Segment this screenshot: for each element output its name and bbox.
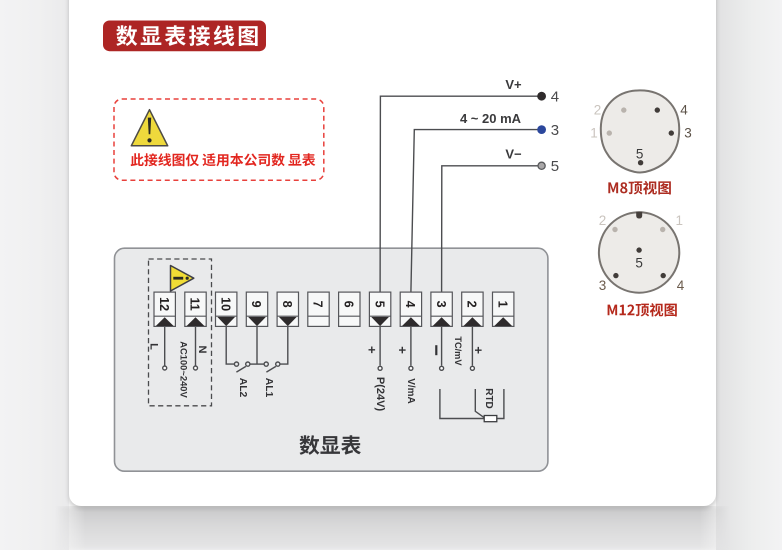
svg-text:8: 8 [280, 301, 294, 308]
svg-text:1: 1 [676, 213, 684, 228]
svg-text:V+: V+ [505, 77, 522, 92]
svg-text:RTD: RTD [483, 388, 494, 409]
svg-text:N: N [196, 346, 208, 354]
svg-text:TC/mV: TC/mV [453, 336, 463, 366]
svg-text:2: 2 [465, 301, 479, 308]
svg-text:12: 12 [157, 297, 171, 311]
svg-text:6: 6 [342, 301, 356, 308]
svg-text:5: 5 [551, 158, 559, 175]
svg-text:V−: V− [505, 147, 522, 162]
svg-text:V/mA: V/mA [405, 378, 416, 404]
svg-text:10: 10 [218, 297, 232, 311]
svg-text:4: 4 [680, 102, 688, 117]
svg-text:+: + [471, 346, 486, 354]
svg-text:7: 7 [311, 301, 325, 308]
svg-text:5: 5 [635, 255, 643, 270]
svg-text:5: 5 [372, 301, 386, 308]
svg-text:AL1: AL1 [263, 378, 274, 398]
svg-text:4: 4 [677, 278, 685, 293]
svg-text:L: L [148, 343, 160, 350]
svg-text:3: 3 [599, 278, 607, 293]
svg-text:2: 2 [599, 213, 607, 228]
svg-text:1: 1 [590, 125, 598, 140]
svg-text:AL2: AL2 [237, 378, 248, 398]
svg-text:3: 3 [434, 301, 448, 308]
svg-text:4 ~ 20 mA: 4 ~ 20 mA [460, 111, 522, 126]
svg-text:3: 3 [684, 125, 692, 140]
svg-text:11: 11 [188, 297, 202, 310]
svg-text:AC100~240V: AC100~240V [178, 341, 189, 398]
svg-text:P(24V): P(24V) [374, 377, 386, 412]
svg-text:3: 3 [551, 122, 559, 139]
svg-text:4: 4 [551, 89, 559, 106]
svg-text:4: 4 [403, 301, 417, 308]
svg-text:1: 1 [495, 301, 509, 308]
svg-text:5: 5 [636, 147, 644, 162]
svg-text:2: 2 [594, 102, 602, 117]
svg-text:+: + [364, 346, 379, 354]
svg-text:9: 9 [249, 301, 263, 308]
svg-text:+: + [395, 346, 410, 354]
